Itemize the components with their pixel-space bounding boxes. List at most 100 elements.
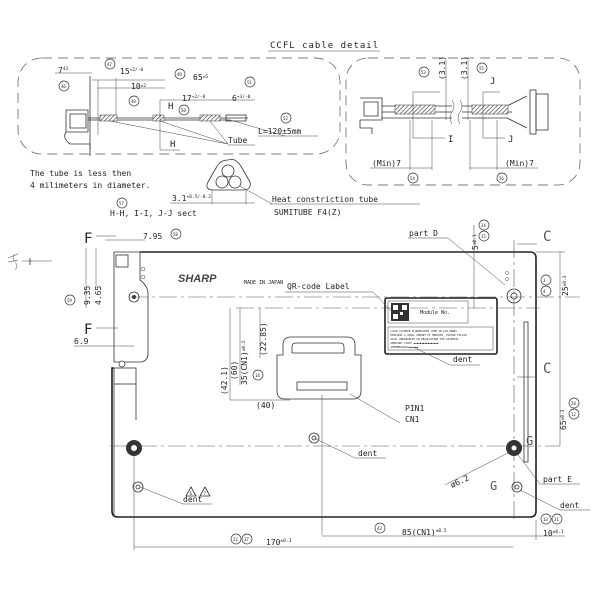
balloon-12-28: 12 28	[568, 397, 580, 420]
tube-note-2: 4 milimeters in diameter.	[30, 181, 150, 190]
cn1-label: CN1	[405, 415, 420, 424]
balloon-13-31: 13 31	[540, 513, 563, 525]
label-line-2: CONTAINS A SMALL AMOUNT OF MERCURY, PLEA…	[390, 333, 467, 337]
sharp-logo: SHARP	[178, 273, 217, 285]
section-label: H-H, I-I, J-J sect	[110, 209, 197, 218]
dim-65: 65±5	[193, 73, 208, 82]
svg-text:22: 22	[233, 537, 238, 542]
lamp-holder	[113, 251, 149, 363]
label-line-3: LOCAL ORDINANCES OR REGULATIONS FOR DISP…	[390, 337, 460, 341]
svg-text:31: 31	[554, 517, 559, 522]
dent-center	[308, 432, 320, 444]
dim-min7-right: (Min)7	[505, 159, 534, 168]
detail-boundary	[17, 57, 341, 155]
dim-7-95: 7.95	[143, 232, 162, 241]
module-no: Module No.	[420, 310, 450, 316]
cable-detail-title: CCFL cable detail	[268, 41, 380, 52]
panel-outline	[111, 251, 537, 518]
balloon-51: 51	[244, 76, 256, 88]
pin1-label: PIN1	[405, 404, 424, 413]
dim-10: 10±2	[131, 82, 146, 91]
cable-length: L=120±5mm	[258, 127, 302, 136]
section-i: I	[448, 135, 454, 145]
balloon-56: 56	[496, 172, 508, 184]
dim-6: 6+3/-0	[232, 94, 251, 103]
lamp-connector	[64, 109, 91, 156]
part-d-label: part D	[409, 229, 438, 238]
svg-text:52: 52	[283, 116, 288, 121]
balloon-59: 59	[64, 294, 76, 306]
dent-label-right: dent	[560, 501, 579, 510]
svg-text:13: 13	[543, 517, 548, 522]
svg-text:49: 49	[177, 72, 182, 77]
svg-text:14: 14	[255, 373, 260, 378]
cable-detail-left: 743 15+2/-0 65±5 10±2 17+2/-0 6+3/-0 H H…	[17, 57, 341, 156]
qr-code-label	[384, 297, 498, 355]
dim-42-1: (42.1)	[220, 366, 229, 395]
dim-65-main: 65±0.3	[559, 409, 568, 430]
dim-min7-left: (Min)7	[372, 159, 401, 168]
dim-10-main: 10±0.3	[543, 529, 564, 538]
terminal	[225, 114, 247, 122]
balloon-57: 57	[116, 197, 128, 209]
tube-note-1: The tube is less then	[30, 169, 131, 178]
svg-text:57: 57	[119, 201, 124, 206]
dim-60: (60)	[230, 361, 239, 380]
balloon-52: 52	[280, 112, 292, 124]
part-e-label: part E	[543, 475, 572, 484]
svg-text:4: 4	[543, 289, 546, 294]
dim-5: 5±0.1	[471, 234, 480, 250]
balloon-54: 54	[407, 172, 419, 184]
svg-text:43: 43	[377, 526, 382, 531]
balloon-50: 50	[178, 104, 190, 116]
balloon-43: 43	[374, 522, 386, 534]
dim-25: 25±0.3	[561, 275, 570, 296]
balloon-46: 46	[58, 80, 70, 92]
dent-label-label: dent	[453, 355, 472, 364]
dent-bottom-right	[511, 481, 523, 493]
svg-text:55: 55	[479, 66, 484, 71]
svg-text:37: 37	[244, 537, 249, 542]
section-h-bottom: H	[170, 140, 176, 150]
tube-2	[152, 114, 165, 122]
svg-text:51: 51	[247, 80, 252, 85]
svg-text:28: 28	[571, 401, 576, 406]
dent-label-left: dent	[183, 495, 202, 504]
tube-cross-section	[170, 158, 420, 205]
dim-85-cn1: 85(CN1)±0.5	[402, 528, 447, 537]
svg-text:7: 7	[204, 491, 207, 496]
view-c-bottom: C	[543, 361, 552, 377]
balloon-4-3: 43	[540, 274, 552, 297]
dim-22-85: (22.85)	[259, 322, 268, 356]
section-j-top: J	[490, 77, 496, 87]
tube-3	[199, 114, 221, 122]
label-line-1: •COLD CATHODE FLUORESCENT LAMP IN LCD PA…	[390, 329, 458, 333]
balloon-53: 53	[418, 66, 430, 78]
cable-detail-right: (3.1) (3.1) J I J (Min)7 (Min)7 53 55 54…	[345, 56, 581, 186]
detail-boundary-right	[345, 57, 581, 186]
svg-text:12: 12	[571, 412, 576, 417]
dent-label-center: dent	[358, 449, 377, 458]
qr-label-callout: QR-code Label	[287, 282, 350, 291]
dim-15: 15+2/-0	[120, 67, 143, 76]
svg-text:15: 15	[481, 234, 486, 239]
dim-3-1-right: (3.1)	[460, 56, 469, 80]
dent-bottom-left	[132, 481, 144, 493]
qr-code	[391, 303, 409, 321]
svg-text:58: 58	[173, 232, 178, 237]
svg-text:47: 47	[107, 62, 112, 67]
dim-4-65: 4.65	[94, 286, 103, 305]
main-view: Module No. •COLD CATHODE FLUORESCENT LAM…	[7, 219, 590, 550]
dim-6-9: 6.9	[74, 337, 89, 346]
view-g-bottom: G	[490, 479, 498, 493]
triangle-note-6: 6	[185, 486, 197, 497]
svg-text:53: 53	[421, 70, 426, 75]
balloon-49: 49	[174, 68, 186, 80]
dim-3-1-left: (3.1)	[438, 56, 447, 80]
dim-3-1: 3.1+0.5/-0.3	[172, 194, 211, 203]
svg-text:3: 3	[543, 278, 546, 283]
section-j-bottom: J	[508, 135, 514, 145]
dim-40: (40)	[256, 401, 275, 410]
view-f-bottom: F	[84, 322, 93, 338]
